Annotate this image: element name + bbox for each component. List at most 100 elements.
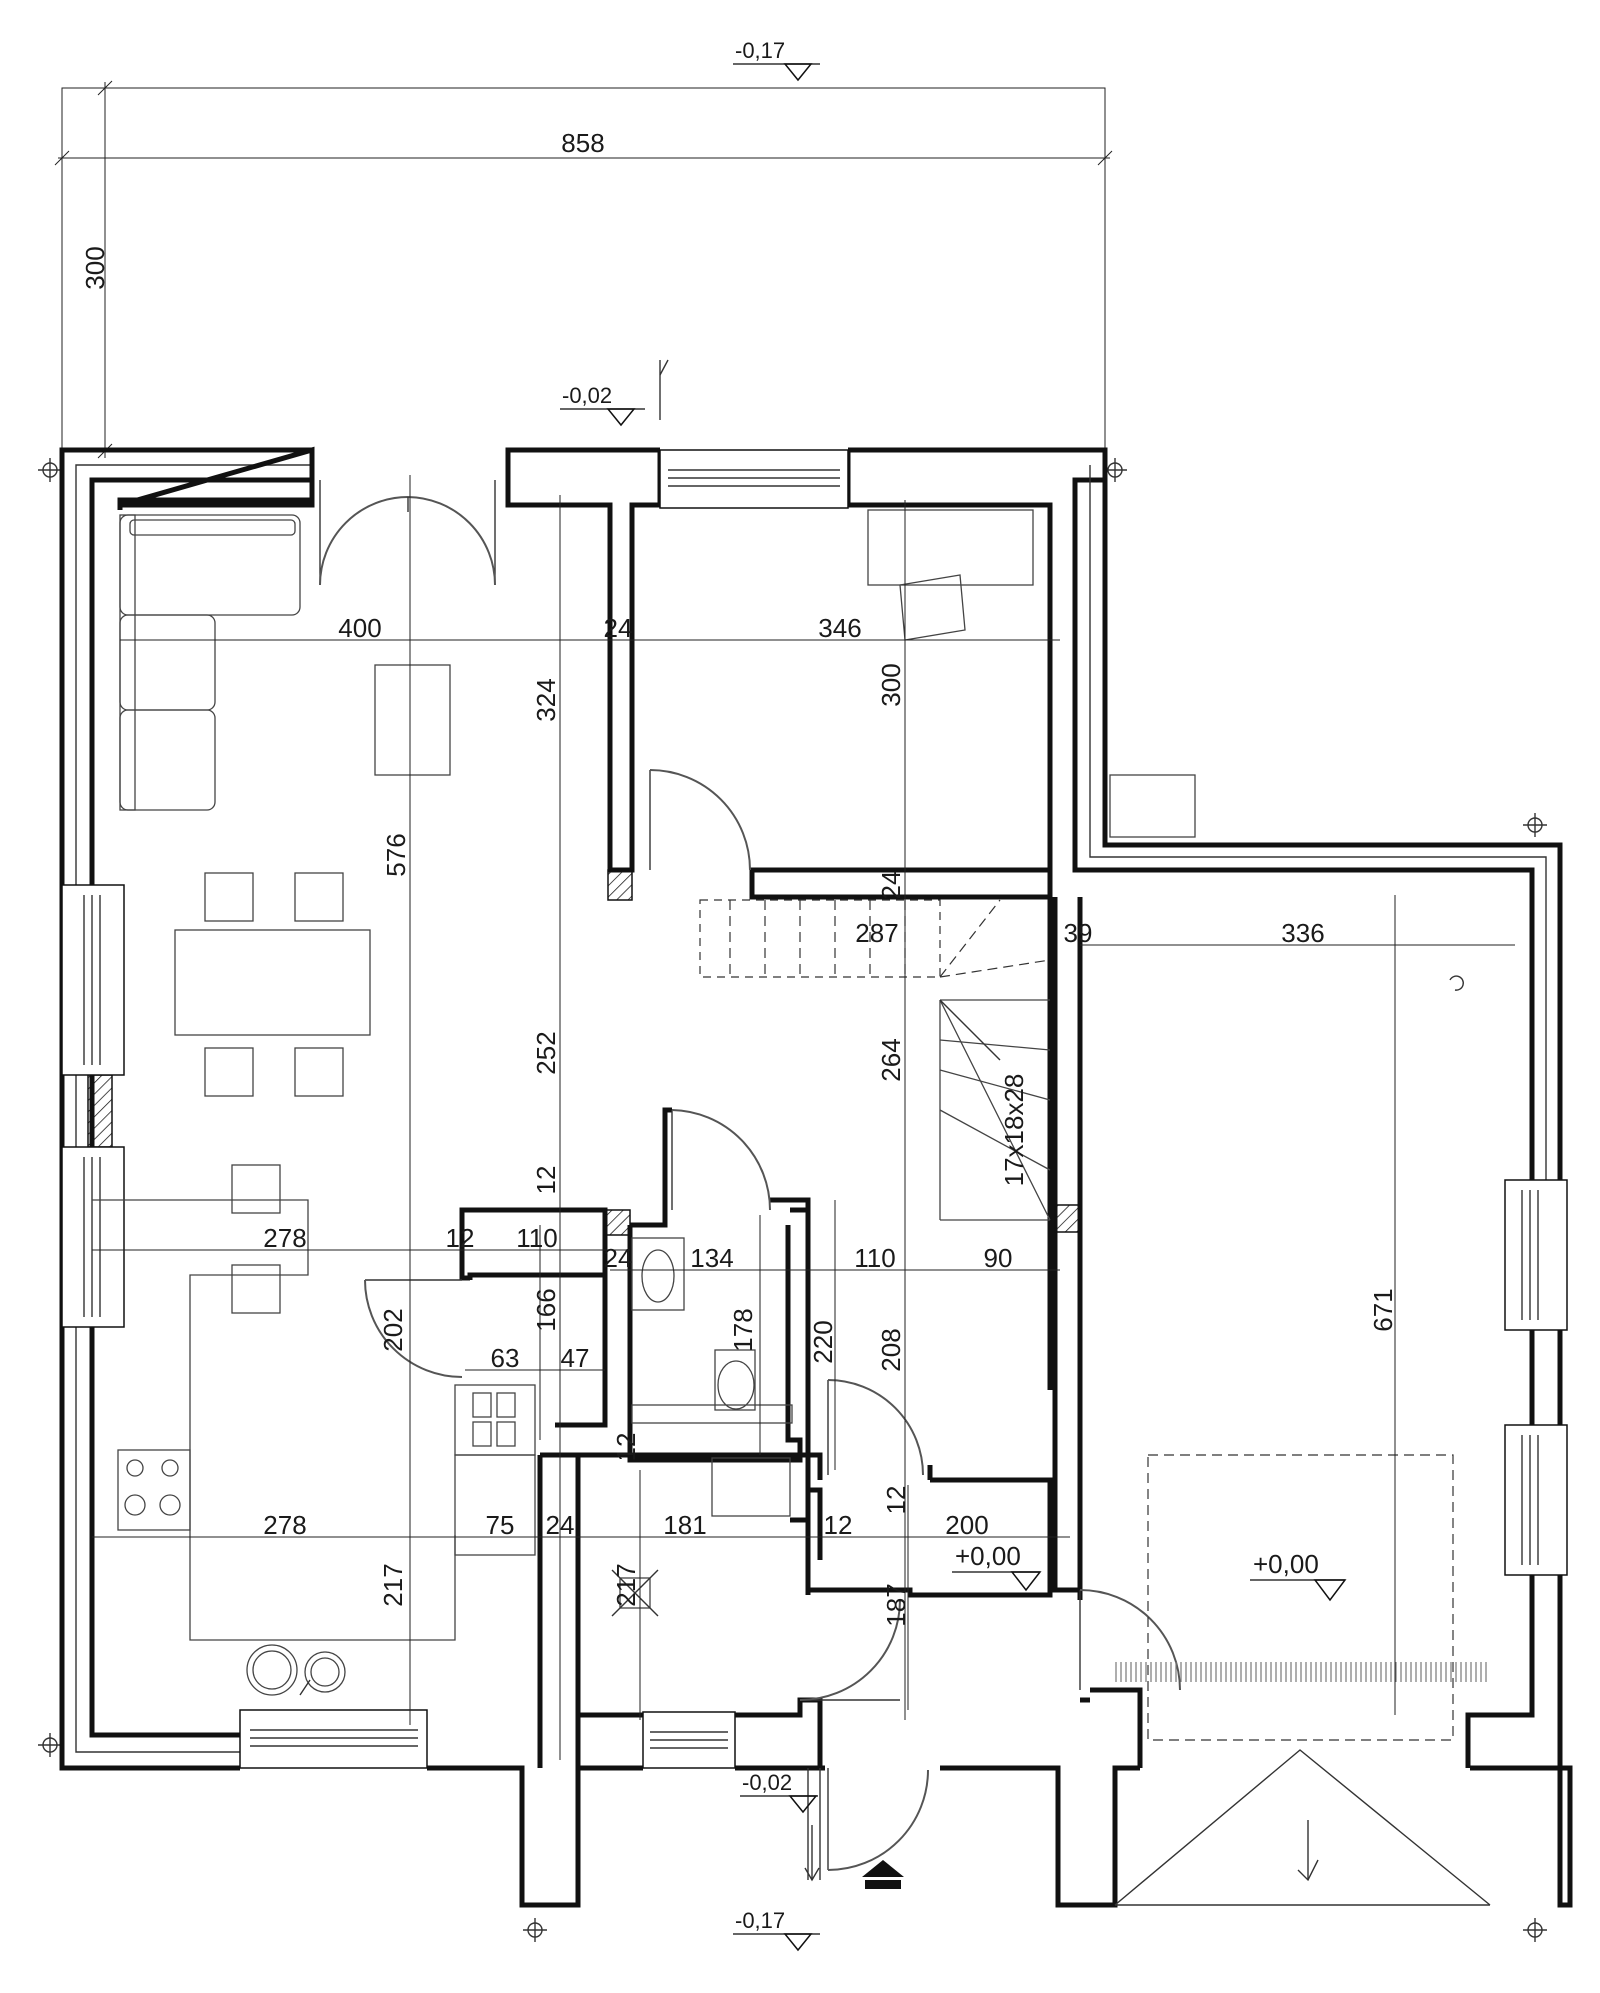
dim-178: 178 xyxy=(728,1308,758,1351)
level-marker-garage: +0,00 xyxy=(1250,1549,1347,1602)
garage-small-circle xyxy=(1449,975,1464,991)
dim-671: 671 xyxy=(1368,1288,1398,1331)
desk xyxy=(867,509,1034,641)
dim-300-room: 300 xyxy=(876,663,906,706)
dim-220: 220 xyxy=(808,1320,838,1363)
bathroom-tub-edge xyxy=(631,1404,793,1424)
dim-252: 252 xyxy=(531,1031,561,1074)
terrace-double-door xyxy=(319,480,496,586)
svg-text:+0,00: +0,00 xyxy=(1253,1549,1319,1579)
bathroom-washbasin xyxy=(631,1237,685,1311)
hatched-columns xyxy=(87,869,1081,1236)
dim-75: 75 xyxy=(486,1510,515,1540)
axis-marker-icon xyxy=(38,1733,62,1757)
staircase: 17x18x28 xyxy=(699,899,1051,1221)
window-left-1 xyxy=(61,884,125,1076)
dim-24-c: 24 xyxy=(604,1243,633,1273)
dim-346: 346 xyxy=(818,613,861,643)
dim-208: 208 xyxy=(876,1328,906,1371)
dim-400: 400 xyxy=(338,613,381,643)
dim-181: 181 xyxy=(663,1510,706,1540)
dim-576: 576 xyxy=(381,833,411,876)
svg-text:-0,02: -0,02 xyxy=(742,1770,792,1795)
dim-47: 47 xyxy=(561,1343,590,1373)
oven-cabinet xyxy=(454,1384,536,1456)
dining-set xyxy=(174,872,371,1097)
bathroom-door xyxy=(671,1109,771,1211)
window-bottom-boiler xyxy=(642,1711,736,1769)
dim-324: 324 xyxy=(531,678,561,721)
sofa xyxy=(119,514,301,811)
dimension-lines xyxy=(92,475,1515,1760)
wc-door xyxy=(827,1379,924,1476)
dim-134: 134 xyxy=(690,1243,733,1273)
level-marker-top: -0,17 xyxy=(733,38,820,82)
cladding-lines xyxy=(75,464,1547,1753)
dim-90: 90 xyxy=(984,1243,1013,1273)
entrance-door xyxy=(807,1768,929,1880)
dim-24-d: 24 xyxy=(546,1510,575,1540)
dim-12-e: 12 xyxy=(881,1486,911,1515)
kitchen-sink xyxy=(246,1644,346,1696)
slope-arrow-entrance-icon xyxy=(804,1825,820,1882)
level-marker-hall: +0,00 xyxy=(952,1541,1042,1592)
dim-200: 200 xyxy=(945,1510,988,1540)
dim-202: 202 xyxy=(378,1308,408,1351)
dim-12-c: 12 xyxy=(611,1433,641,1462)
dim-12-d: 12 xyxy=(824,1510,853,1540)
dim-858: 858 xyxy=(561,128,604,158)
garage-overhead-door xyxy=(1114,1749,1491,1906)
dim-300-terrace: 300 xyxy=(80,246,110,289)
level-marker-terrace: -0,02 xyxy=(560,383,645,427)
dim-217-b: 217 xyxy=(611,1563,641,1606)
terrace-outline xyxy=(61,87,1106,450)
axis-marker-icon xyxy=(1523,1918,1547,1942)
car-outline xyxy=(1147,1454,1454,1741)
dim-39: 39 xyxy=(1064,918,1093,948)
toilet xyxy=(714,1349,756,1411)
garage-threshold xyxy=(1115,1662,1490,1682)
dim-278-a: 278 xyxy=(263,1223,306,1253)
kitchen-island xyxy=(92,1164,456,1641)
dim-12-b: 12 xyxy=(446,1223,475,1253)
pantry-door xyxy=(364,1279,463,1378)
entrance-arrow-icon xyxy=(862,1860,904,1889)
fridge xyxy=(454,1454,536,1556)
window-top xyxy=(659,449,849,509)
cooktop xyxy=(117,1449,191,1531)
stair-spec: 17x18x28 xyxy=(999,1074,1029,1187)
window-left-2 xyxy=(61,1146,125,1328)
exterior-wall xyxy=(59,447,1573,1908)
window-bottom-kitchen xyxy=(239,1709,428,1769)
boiler-unit xyxy=(711,1457,791,1517)
outside-unit xyxy=(1109,774,1196,838)
dim-336: 336 xyxy=(1281,918,1324,948)
dim-24-a: 24 xyxy=(604,613,633,643)
dim-24-b: 24 xyxy=(876,871,906,900)
slope-arrow-icon xyxy=(659,359,669,420)
dim-63: 63 xyxy=(491,1343,520,1373)
svg-text:-0,02: -0,02 xyxy=(562,383,612,408)
dim-166: 166 xyxy=(531,1288,561,1331)
dimension-terrace-depth: 300 xyxy=(80,80,113,459)
dim-187: 187 xyxy=(881,1583,911,1626)
dim-110-b: 110 xyxy=(854,1243,895,1273)
dim-287: 287 xyxy=(855,918,898,948)
level-marker-entrance: -0,02 xyxy=(740,1770,818,1814)
dim-217-a: 217 xyxy=(378,1563,408,1606)
axis-marker-icon xyxy=(523,1918,547,1942)
svg-text:-0,17: -0,17 xyxy=(735,38,785,63)
dim-278-b: 278 xyxy=(263,1510,306,1540)
dim-110-a: 110 xyxy=(516,1223,557,1253)
svg-text:-0,17: -0,17 xyxy=(735,1908,785,1933)
boiler-chimney xyxy=(611,1569,659,1617)
axis-marker-icon xyxy=(1523,813,1547,837)
window-garage-1 xyxy=(1504,1179,1568,1331)
level-marker-bottom: -0,17 xyxy=(733,1908,820,1952)
slope-arrow-garage-icon xyxy=(1297,1820,1319,1882)
dimension-overall-width: 858 xyxy=(54,128,1113,166)
dimension-labels: 400 24 346 324 300 576 24 287 39 336 264… xyxy=(263,613,1398,1627)
dim-264: 264 xyxy=(876,1038,906,1081)
coffee-table xyxy=(374,664,451,776)
